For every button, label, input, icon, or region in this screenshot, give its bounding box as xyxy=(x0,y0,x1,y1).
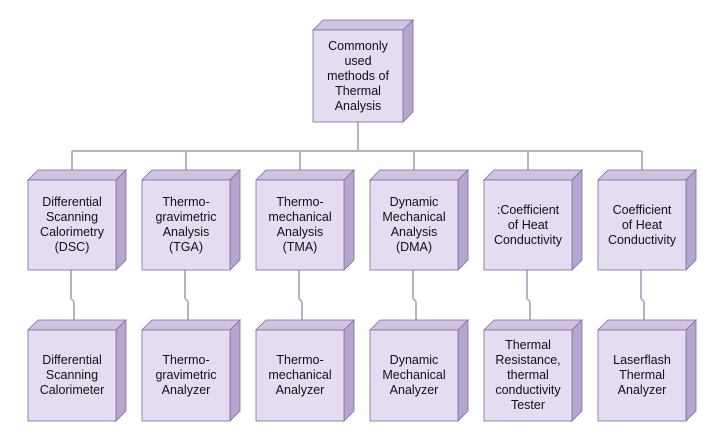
instrument-box-2-side xyxy=(343,319,355,422)
method-box-2-top xyxy=(255,169,355,181)
method-box-3-side xyxy=(457,169,469,271)
instrument-box-3-side xyxy=(457,319,469,422)
method-box-0-front xyxy=(27,179,117,271)
root-box-front xyxy=(312,29,404,123)
instrument-connector-step-0 xyxy=(70,297,75,303)
instrument-box-2 xyxy=(255,319,355,422)
method-box-3 xyxy=(369,169,469,271)
method-box-1-side xyxy=(229,169,241,271)
instrument-box-2-front xyxy=(255,329,345,422)
instrument-box-3-top xyxy=(369,319,469,331)
instrument-box-5-top xyxy=(597,319,697,331)
instrument-connector-step-2 xyxy=(298,297,303,303)
instrument-box-4 xyxy=(483,319,583,422)
instrument-box-3 xyxy=(369,319,469,422)
instrument-box-1-top xyxy=(141,319,241,331)
instrument-connector-step-1 xyxy=(184,297,189,303)
method-box-2 xyxy=(255,169,355,271)
method-box-1-top xyxy=(141,169,241,181)
instrument-box-4-front xyxy=(483,329,573,422)
method-box-0 xyxy=(27,169,127,271)
instrument-box-1-side xyxy=(229,319,241,422)
method-box-1-front xyxy=(141,179,231,271)
method-box-2-side xyxy=(343,169,355,271)
root-box-side xyxy=(402,19,414,123)
method-box-5-side xyxy=(685,169,697,271)
instrument-box-5-front xyxy=(597,329,687,422)
method-box-0-top xyxy=(27,169,127,181)
instrument-box-1-front xyxy=(141,329,231,422)
method-box-4 xyxy=(483,169,583,271)
method-box-4-front xyxy=(483,179,573,271)
method-box-3-top xyxy=(369,169,469,181)
instrument-box-0-front xyxy=(27,329,117,422)
instrument-connector-step-4 xyxy=(526,297,531,303)
method-box-3-front xyxy=(369,179,459,271)
root-box xyxy=(312,19,414,123)
instrument-connector-step-5 xyxy=(640,297,645,303)
root-box-top xyxy=(312,19,414,31)
instrument-box-4-side xyxy=(571,319,583,422)
method-box-5 xyxy=(597,169,697,271)
instrument-box-3-front xyxy=(369,329,459,422)
diagram-boxes xyxy=(27,19,697,422)
method-box-0-side xyxy=(115,169,127,271)
connector-lines xyxy=(70,122,645,322)
method-box-4-top xyxy=(483,169,583,181)
instrument-box-0-top xyxy=(27,319,127,331)
instrument-box-4-top xyxy=(483,319,583,331)
instrument-box-2-top xyxy=(255,319,355,331)
instrument-box-5-side xyxy=(685,319,697,422)
instrument-connector-step-3 xyxy=(412,297,417,303)
method-box-2-front xyxy=(255,179,345,271)
method-box-5-front xyxy=(597,179,687,271)
instrument-box-1 xyxy=(141,319,241,422)
instrument-box-0-side xyxy=(115,319,127,422)
method-box-5-top xyxy=(597,169,697,181)
instrument-box-0 xyxy=(27,319,127,422)
method-box-1 xyxy=(141,169,241,271)
method-box-4-side xyxy=(571,169,583,271)
instrument-box-5 xyxy=(597,319,697,422)
